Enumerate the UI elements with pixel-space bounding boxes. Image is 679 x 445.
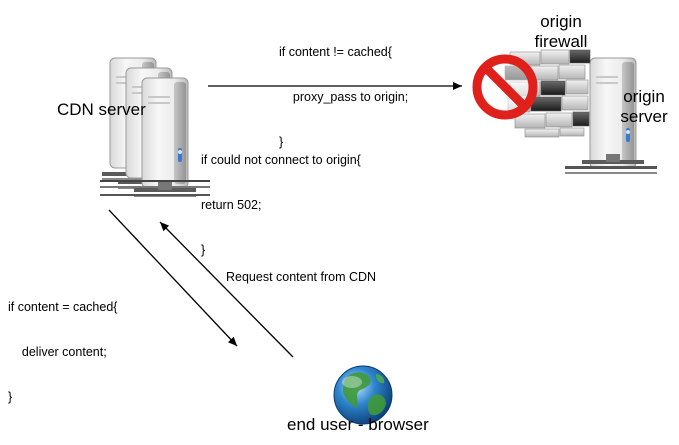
globe-icon[interactable] [333,365,393,425]
no-entry-icon [472,54,538,120]
origin-server-icon[interactable] [565,57,657,174]
end-user-label: end user - browser [287,415,429,434]
origin-firewall-label: origin firewall [527,12,595,52]
code-line: deliver content; [8,345,107,359]
origin-server-label-line1: origin [623,87,665,106]
code-block-error: if could not connect to origin{ return 5… [201,123,361,273]
code-block-deliver: if content = cached{ deliver content; } [8,270,117,420]
code-line: return 502; [201,198,262,212]
code-line: if content = cached{ [8,300,118,314]
cdn-server-icon[interactable] [100,57,210,197]
origin-firewall-label-line1: origin [540,12,582,31]
code-line: } [201,243,206,257]
code-line: } [279,135,284,149]
code-line: } [8,390,13,404]
cdn-server-label: CDN server [57,100,146,119]
code-line: proxy_pass to origin; [279,90,409,104]
code-line: if could not connect to origin{ [201,153,361,167]
code-line: if content != cached{ [279,45,392,59]
origin-server-label: origin server [612,87,676,127]
edge-cdn-to-user [108,209,238,347]
edge-user-to-cdn [159,221,294,358]
request-edge-label: Request content from CDN [226,270,377,284]
origin-server-label-line2: server [620,107,668,126]
code-block-proxy: if content != cached{ proxy_pass to orig… [279,15,408,165]
origin-firewall-label-line2: firewall [534,32,588,51]
